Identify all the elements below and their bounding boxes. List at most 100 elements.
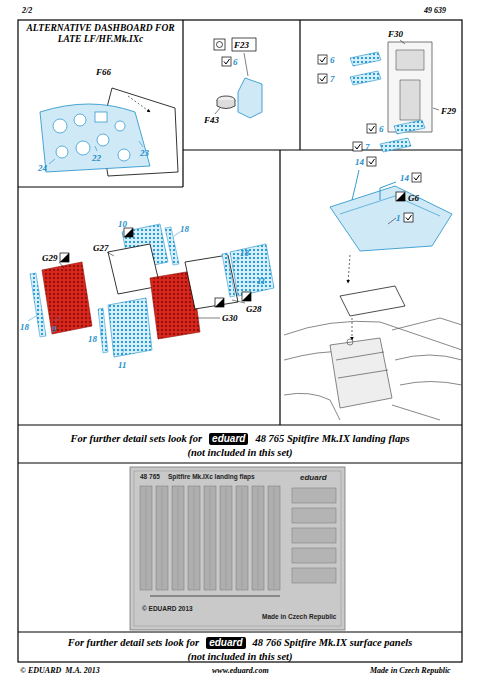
part-code: G30 <box>222 313 238 323</box>
check-icon <box>188 486 200 590</box>
panel-parts-drawing <box>28 224 274 357</box>
canopy-part-drawing <box>380 182 396 200</box>
f43-f23-drawing <box>217 42 223 48</box>
dashboard-drawing <box>139 141 143 147</box>
check-icon <box>236 486 248 590</box>
frame <box>299 20 300 150</box>
callout-number: 18 <box>88 334 97 344</box>
page-number: 2/2 <box>22 6 32 15</box>
frame <box>18 20 462 662</box>
panel-parts-drawing <box>59 252 245 318</box>
canopy-part-drawing <box>340 196 440 216</box>
check-icon <box>369 159 375 164</box>
callout-number: 11 <box>257 276 266 286</box>
check-icon <box>215 298 224 307</box>
caption-band: For further detail sets look for eduard … <box>19 426 461 462</box>
canopy-part-drawing <box>340 286 405 316</box>
brand-logo: eduard <box>206 637 245 649</box>
cockpit-drawing <box>392 318 462 330</box>
callout-number: 1 <box>396 213 401 223</box>
callout-number: 14 <box>400 173 409 183</box>
check-icon <box>210 488 211 588</box>
canopy-part-drawing <box>388 218 396 224</box>
check-icon <box>406 215 412 220</box>
callout-number: 10 <box>118 219 127 229</box>
dashboard-drawing <box>95 146 97 151</box>
check-icon <box>292 508 336 523</box>
f43-f23-drawing <box>214 39 225 50</box>
fret-photo <box>134 471 341 626</box>
seat-mount-drawing <box>433 108 439 110</box>
frame <box>279 150 280 425</box>
check-icon <box>268 486 280 590</box>
callout-number: 7 <box>365 142 370 152</box>
part-code: G27 <box>93 243 109 253</box>
cockpit-drawing <box>330 338 392 408</box>
callout-number: 18 <box>20 322 29 332</box>
check-icon <box>369 126 375 131</box>
callout-number: 14 <box>355 157 364 167</box>
set-number: 49 639 <box>424 6 446 15</box>
dashboard-drawing <box>118 149 130 161</box>
check-icon <box>292 488 336 503</box>
panel-parts-drawing <box>59 262 64 268</box>
cockpit-drawing <box>392 355 462 420</box>
panel-heading: ALTERNATIVE DASHBOARD FOR LATE LF/HF.Mk.… <box>20 23 181 53</box>
callout-number: 18 <box>180 224 189 234</box>
f43-f23-drawing <box>217 100 235 109</box>
callout-number: 9 <box>52 324 57 334</box>
callout-number: 24 <box>38 163 47 173</box>
check-icon <box>242 488 243 588</box>
part-code: G28 <box>246 304 262 314</box>
check-icon <box>318 55 327 64</box>
seat-mount-drawing <box>350 40 439 152</box>
frame <box>182 20 183 187</box>
panel-parts-drawing <box>55 316 60 322</box>
check-icon <box>124 228 133 237</box>
check-icon <box>292 568 336 583</box>
frame <box>18 424 462 425</box>
check-icon <box>215 298 224 307</box>
fret-text: © EDUARD 2013 <box>142 606 193 613</box>
fret-text: eduard <box>300 474 327 482</box>
dashboard-drawing <box>53 119 67 133</box>
check-icon <box>353 142 362 151</box>
f43-f23-drawing <box>215 108 220 114</box>
check-icons <box>60 55 421 307</box>
canopy-part-drawing <box>330 170 452 340</box>
canopy-part-drawing <box>330 186 452 251</box>
check-icon <box>404 213 413 222</box>
panel-parts-drawing <box>230 244 274 296</box>
seat-mount-drawing <box>396 50 424 120</box>
callout-number: 23 <box>140 148 149 158</box>
check-icon <box>172 486 184 590</box>
fret-image: 48 765Spitfire Mk.IXc landing flapseduar… <box>130 467 345 630</box>
check-icon <box>146 488 147 588</box>
part-code: F23 <box>234 40 249 50</box>
cockpit-drawing <box>336 352 388 378</box>
check-icon <box>220 486 232 590</box>
frame <box>18 462 462 463</box>
check-icon <box>274 488 275 588</box>
caption-line: For further detail sets look for eduard … <box>68 632 413 650</box>
check-icon <box>318 74 327 83</box>
canopy-part-drawing <box>348 255 350 283</box>
fret-photo <box>130 467 345 630</box>
callout-number: 6 <box>379 124 384 134</box>
check-icon <box>292 528 336 543</box>
part-code: G29 <box>42 253 58 263</box>
frame <box>18 631 462 632</box>
dashboard-drawing <box>49 141 143 164</box>
part-code: F66 <box>96 67 111 77</box>
caption-text: For further detail sets look for <box>71 433 203 444</box>
f43-f23-drawing <box>214 38 262 118</box>
frame <box>183 149 462 150</box>
check-icon <box>252 486 264 590</box>
cockpit-drawing <box>284 393 340 420</box>
check-icon <box>396 192 405 201</box>
panel-parts-drawing <box>174 232 180 236</box>
check-icon <box>412 173 421 182</box>
check-icon <box>194 488 195 588</box>
dashboard-drawing <box>115 121 125 131</box>
seat-mount-drawing <box>350 52 425 152</box>
